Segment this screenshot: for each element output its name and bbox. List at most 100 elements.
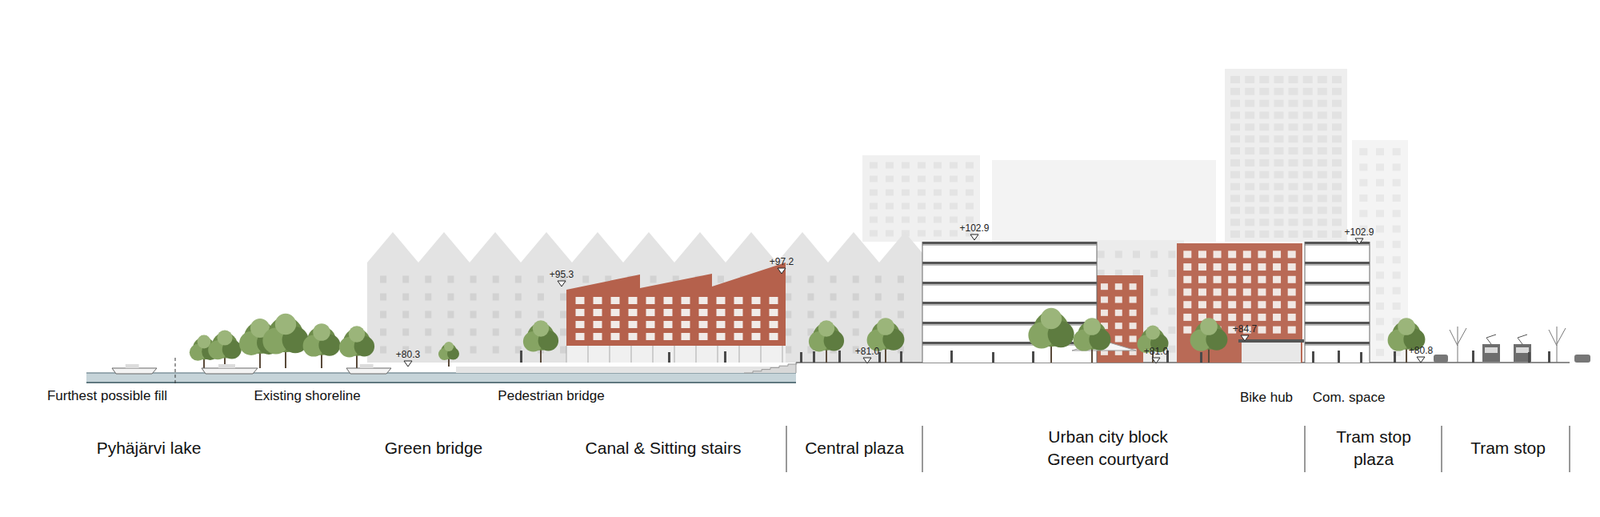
window bbox=[1244, 195, 1255, 203]
window bbox=[664, 308, 673, 316]
window bbox=[949, 189, 958, 196]
window bbox=[734, 308, 744, 316]
window bbox=[965, 216, 974, 224]
boat bbox=[201, 368, 258, 374]
window bbox=[1198, 263, 1207, 271]
window bbox=[1230, 147, 1240, 155]
window bbox=[807, 311, 814, 319]
window bbox=[1392, 163, 1401, 171]
window bbox=[537, 293, 544, 301]
window bbox=[1257, 313, 1266, 321]
window bbox=[885, 203, 894, 210]
zone-label: Urban city block Green courtyard bbox=[1028, 425, 1188, 471]
section-fill bbox=[1304, 241, 1370, 363]
window bbox=[869, 162, 878, 169]
tree bbox=[339, 325, 375, 368]
window bbox=[492, 346, 500, 354]
window bbox=[1317, 135, 1328, 143]
person bbox=[1393, 351, 1396, 363]
window bbox=[1332, 206, 1342, 214]
window bbox=[869, 189, 878, 196]
window bbox=[576, 332, 585, 340]
zone-label: Canal & Sitting stairs bbox=[585, 436, 742, 460]
window bbox=[1303, 206, 1313, 214]
window bbox=[965, 203, 974, 210]
window bbox=[1097, 250, 1105, 258]
window bbox=[1230, 135, 1240, 143]
window bbox=[492, 293, 500, 301]
window bbox=[1288, 288, 1296, 296]
window bbox=[1273, 123, 1284, 131]
section-building bbox=[1304, 241, 1370, 363]
bike-hub-roof bbox=[1238, 339, 1304, 343]
lake-water bbox=[86, 372, 796, 383]
window bbox=[424, 346, 432, 354]
window bbox=[1244, 206, 1255, 214]
window bbox=[901, 203, 910, 210]
boat-cabin bbox=[125, 364, 140, 368]
window bbox=[1243, 313, 1252, 321]
window bbox=[949, 176, 958, 183]
window bbox=[611, 320, 620, 328]
window bbox=[1332, 183, 1342, 191]
glazed-ground-floor bbox=[566, 345, 786, 363]
window bbox=[1244, 230, 1255, 238]
window bbox=[1303, 135, 1313, 143]
elevation-marker bbox=[777, 268, 786, 274]
window bbox=[1303, 100, 1313, 108]
window bbox=[1273, 159, 1284, 167]
window bbox=[1273, 230, 1284, 238]
person bbox=[812, 351, 816, 363]
floor-slab bbox=[922, 261, 1097, 264]
window bbox=[1272, 313, 1281, 321]
window bbox=[901, 189, 910, 196]
window bbox=[515, 293, 522, 301]
window bbox=[1243, 300, 1252, 308]
elevation-marker bbox=[1416, 356, 1425, 363]
tram bbox=[1513, 334, 1532, 362]
person bbox=[1360, 352, 1363, 363]
sitting-stairs bbox=[744, 362, 797, 373]
window bbox=[852, 311, 860, 319]
window bbox=[1273, 183, 1284, 191]
tree bbox=[262, 313, 308, 368]
window bbox=[380, 328, 387, 336]
window bbox=[1303, 123, 1313, 131]
window bbox=[380, 293, 387, 301]
person bbox=[992, 352, 995, 363]
window bbox=[1376, 225, 1384, 233]
window bbox=[1183, 300, 1192, 308]
window bbox=[1100, 296, 1108, 304]
window bbox=[752, 320, 761, 328]
elevation-marker bbox=[1240, 335, 1249, 341]
window bbox=[1129, 296, 1137, 304]
person bbox=[724, 351, 727, 363]
window bbox=[1198, 250, 1207, 258]
window bbox=[628, 296, 638, 304]
window bbox=[901, 162, 910, 169]
zone-label: Green bridge bbox=[384, 436, 484, 460]
window bbox=[1129, 309, 1137, 316]
window bbox=[949, 162, 958, 169]
window bbox=[1288, 313, 1296, 321]
window bbox=[1376, 194, 1384, 202]
window bbox=[965, 162, 974, 169]
window bbox=[492, 328, 500, 336]
window bbox=[470, 276, 477, 284]
window bbox=[447, 276, 454, 284]
window bbox=[1244, 76, 1255, 84]
window bbox=[628, 320, 638, 328]
slab-shade bbox=[922, 244, 1097, 246]
window bbox=[1230, 218, 1240, 226]
window bbox=[1376, 271, 1384, 279]
person bbox=[800, 352, 803, 363]
window bbox=[1273, 76, 1284, 84]
window bbox=[717, 276, 724, 284]
window bbox=[716, 332, 726, 340]
window bbox=[1228, 288, 1236, 296]
window bbox=[1273, 88, 1284, 96]
window bbox=[402, 276, 409, 284]
window bbox=[1376, 317, 1384, 325]
window bbox=[1244, 135, 1255, 143]
window bbox=[1376, 240, 1384, 248]
